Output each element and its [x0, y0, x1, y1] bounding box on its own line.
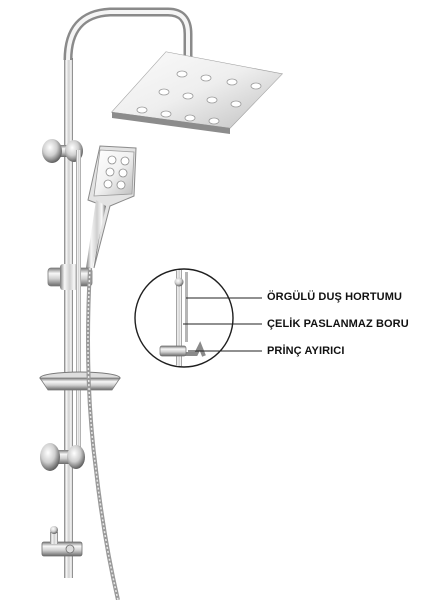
hand-shower: [86, 145, 137, 270]
callout-label-hose: ÖRGÜLÜ DUŞ HORTUMU: [267, 291, 403, 303]
braided-hose: [86, 267, 120, 600]
hand-shower-nozzle-icons: [103, 155, 130, 190]
overhead-arm-pipe: [63, 7, 193, 61]
detail-magnifier: [134, 268, 234, 368]
wall-bracket-lower: [40, 443, 85, 471]
callout-label-pipe: ÇELİK PASLANMAZ BORU: [267, 318, 409, 330]
nozzle-icons: [136, 70, 262, 125]
rain-shower-head: [110, 51, 284, 134]
main-column-pipe: [64, 58, 73, 578]
slider-holder: [47, 264, 93, 290]
callout-leaders: [183, 297, 262, 352]
soap-dish: [39, 371, 121, 391]
slide-rail: [76, 150, 81, 450]
diverter-valve: [41, 526, 83, 557]
wall-bracket-upper: [42, 139, 83, 163]
callout-label-diverter: PRİNÇ AYIRICI: [267, 345, 345, 357]
